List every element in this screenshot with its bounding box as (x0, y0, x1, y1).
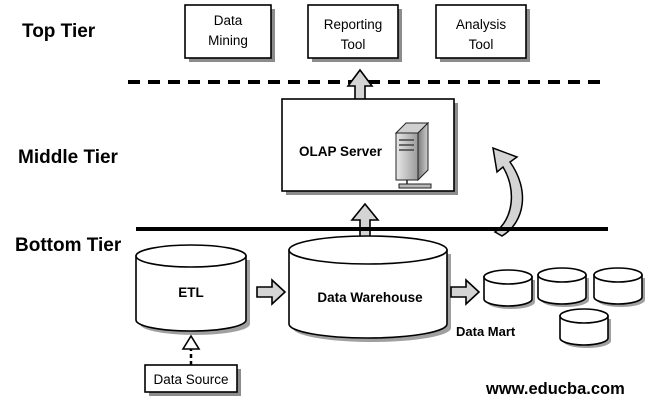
etl-label: ETL (178, 285, 204, 300)
data-mart-cylinder (483, 269, 535, 309)
tier-label-top: Top Tier (22, 21, 96, 42)
block-arrow-icon (346, 68, 374, 101)
tier-label-middle: Middle Tier (18, 147, 119, 168)
data-mart-cylinder (537, 267, 589, 307)
tool-label-line1: Data (214, 13, 243, 28)
dashed-arrow (181, 334, 201, 365)
data-mart-cylinder (559, 308, 611, 348)
tool-label-line2: Tool (469, 37, 494, 52)
data-source-label: Data Source (153, 372, 228, 387)
tool-box-data-mining: Data Mining (184, 4, 275, 62)
olap-server-box: OLAP Server (281, 98, 458, 195)
data-warehouse-label: Data Warehouse (317, 290, 423, 305)
etl-cylinder: ETL (135, 244, 250, 335)
tool-box-analysis-tool: Analysis Tool (435, 4, 530, 62)
tool-label-line1: Reporting (324, 17, 383, 32)
olap-server-label: OLAP Server (299, 144, 383, 159)
watermark: www.educba.com (485, 380, 625, 398)
data-mart-label: Data Mart (456, 324, 516, 339)
block-arrow-icon (256, 278, 287, 306)
curved-arrow-icon (492, 146, 524, 237)
data-mart-cylinder (593, 267, 645, 307)
tier-label-bottom: Bottom Tier (15, 235, 122, 256)
tool-label-line2: Mining (208, 33, 248, 48)
tool-label-line1: Analysis (456, 17, 507, 32)
block-arrow-icon (450, 278, 481, 306)
tool-label-line2: Tool (341, 37, 366, 52)
data-source-box: Data Source (144, 364, 241, 396)
tool-box-reporting-tool: Reporting Tool (307, 4, 402, 62)
server-icon (394, 121, 432, 189)
block-arrow-icon (350, 202, 380, 239)
data-warehouse-cylinder: Data Warehouse (288, 235, 451, 342)
